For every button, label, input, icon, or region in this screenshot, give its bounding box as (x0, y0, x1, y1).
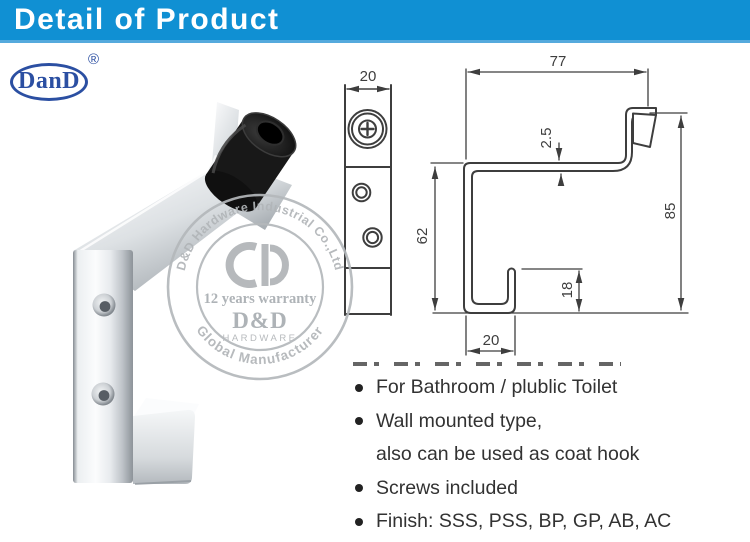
bullet-icon (355, 484, 363, 493)
watermark-inner-ring (195, 222, 325, 352)
dim-lines (430, 68, 689, 356)
photo-screw-hole-bottom (91, 382, 115, 406)
feature-item: Wall mounted type, (352, 405, 742, 439)
dim-front-width-label: 20 (360, 68, 377, 85)
watermark-brand: D&D (232, 308, 287, 333)
phillips-screw-icon (360, 121, 375, 137)
photo-hook-front-face (133, 409, 195, 484)
watermark-outer-ring (166, 193, 354, 381)
brand-logo: DanD (10, 63, 88, 101)
feature-item: Screws included (352, 472, 742, 506)
registered-trademark-icon: ® (88, 51, 100, 68)
drawing-side-profile (463, 107, 657, 314)
technical-drawing: 20 (344, 53, 689, 356)
brand-logo-text: DanD (17, 67, 80, 94)
watermark-warranty: 12 years warranty (204, 291, 318, 307)
feature-text: Wall mounted type, (376, 409, 543, 432)
watermark-brand-sub: HARDWARE (222, 333, 297, 344)
feature-text: also can be used as coat hook (376, 443, 640, 466)
bullet-icon (355, 517, 363, 526)
dim-top-width-label: 77 (550, 53, 567, 70)
banner: Detail of Product (0, 0, 750, 40)
page-title: Detail of Product (14, 3, 280, 36)
photo-rubber-stopper (204, 112, 297, 212)
bullet-icon (355, 417, 363, 426)
feature-list: For Bathroom / plublic Toilet Wall mount… (352, 371, 742, 539)
dnd-logo-icon (225, 242, 289, 288)
dim-thickness-label: 2.5 (538, 128, 555, 149)
drawing-front-view (344, 84, 392, 316)
watermark-arc-top: D&D Hardware Industrial Co.,Ltd (174, 199, 346, 272)
photo-arm-highlight (76, 168, 211, 255)
feature-text: Screws included (376, 476, 518, 499)
photo-wall-plate (73, 250, 133, 483)
watermark-stamp: D&D Hardware Industrial Co.,Ltd Global M… (166, 193, 354, 381)
feature-text: For Bathroom / plublic Toilet (376, 376, 618, 399)
dim-total-height-label: 85 (662, 203, 679, 220)
cropped-text-artifact (353, 362, 621, 366)
dim-hook-width-label: 20 (483, 332, 500, 349)
feature-item: Finish: SSS, PSS, BP, GP, AB, AC (352, 505, 742, 539)
banner-underline (0, 40, 750, 43)
dim-hook-height-label: 18 (559, 282, 576, 299)
feature-text: Finish: SSS, PSS, BP, GP, AB, AC (376, 510, 672, 533)
feature-item: also can be used as coat hook (352, 438, 742, 472)
photo-hook-bottom-shadow (134, 480, 192, 485)
product-photo (73, 102, 297, 485)
dim-wall-height-label: 62 (414, 228, 431, 245)
feature-item: For Bathroom / plublic Toilet (352, 371, 742, 405)
drawing-rubber-side (632, 112, 657, 148)
bullet-icon (355, 383, 363, 392)
photo-screw-hole-top (92, 293, 116, 317)
